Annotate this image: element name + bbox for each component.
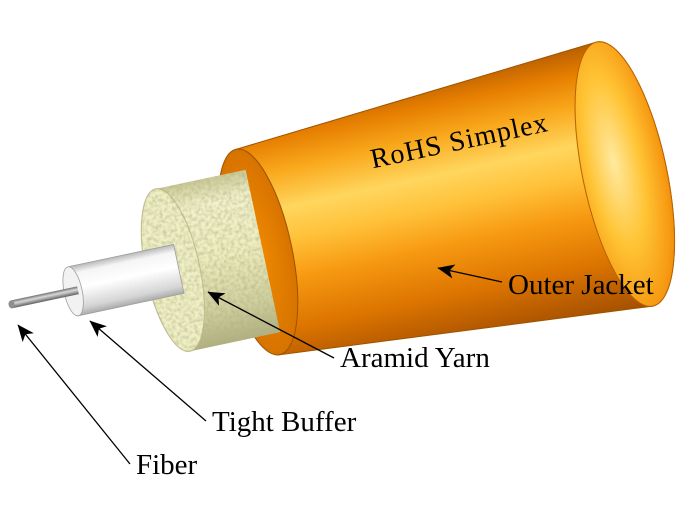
fiber-strand xyxy=(10,286,79,309)
leader-line-aramid-yarn xyxy=(207,291,335,359)
cable-assembly: RoHS Simplex xyxy=(8,41,676,356)
fiber-tip xyxy=(8,300,15,309)
callout-tight-buffer-label: Tight Buffer xyxy=(212,406,357,438)
callout-aramid-yarn-label: Aramid Yarn xyxy=(340,342,490,374)
outer-jacket-end-cap xyxy=(574,41,676,307)
leader-line-outer-jacket xyxy=(437,264,503,283)
leader-line-fiber xyxy=(17,324,131,465)
callouts: Outer Jacket Aramid Yarn Tight Buffer Fi… xyxy=(17,264,654,481)
callout-outer-jacket-label: Outer Jacket xyxy=(508,269,654,301)
leader-line-tight-buffer xyxy=(89,320,207,422)
callout-fiber-label: Fiber xyxy=(136,449,198,481)
